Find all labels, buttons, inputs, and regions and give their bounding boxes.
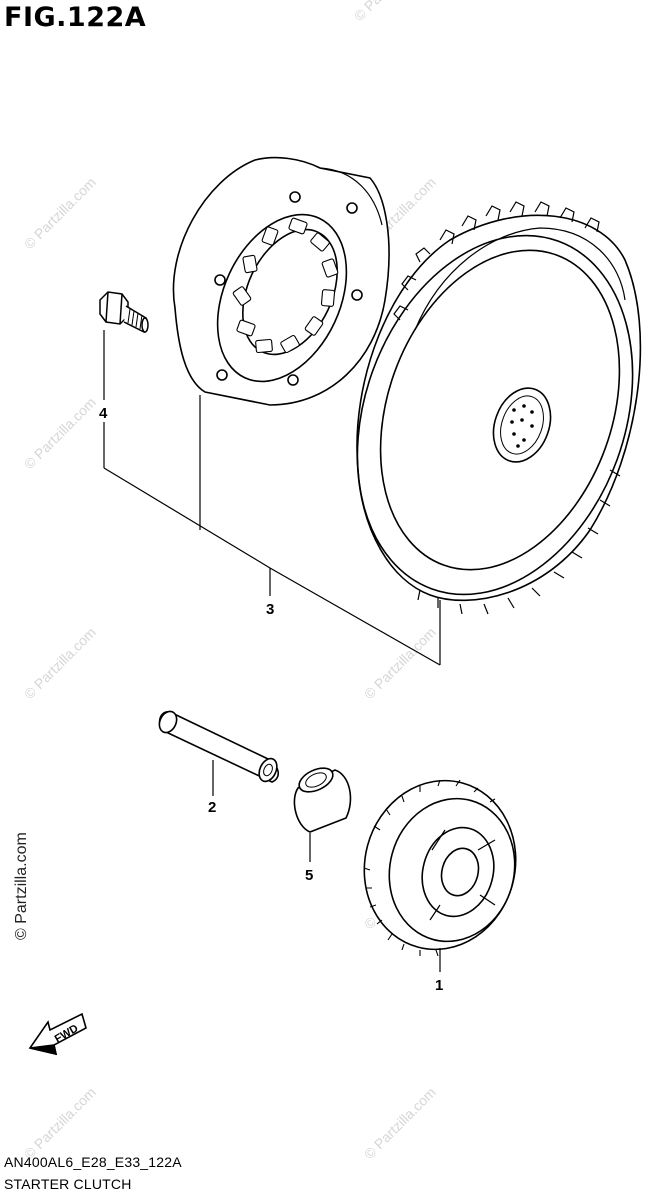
callout-1: 1 bbox=[435, 977, 443, 994]
callout-4: 4 bbox=[99, 405, 108, 422]
watermark: © Partzilla.com bbox=[21, 1084, 99, 1162]
figure-name: STARTER CLUTCH bbox=[4, 1176, 132, 1192]
callout-3: 3 bbox=[266, 601, 274, 618]
fwd-arrow: FWD bbox=[28, 1012, 87, 1056]
watermark: © Partzilla.com bbox=[361, 624, 439, 702]
figure-code: AN400AL6_E28_E33_122A bbox=[4, 1154, 182, 1170]
part-4-bolt bbox=[99, 291, 149, 334]
watermark: © Partzilla.com bbox=[21, 624, 99, 702]
part-5-bushing bbox=[293, 767, 352, 833]
part-2-shaft bbox=[158, 710, 279, 783]
part-3-starter-gear bbox=[356, 201, 642, 615]
part-3-clutch-housing bbox=[172, 156, 390, 406]
part-1-gear bbox=[363, 779, 517, 957]
side-watermark: © Partzilla.com bbox=[13, 832, 30, 940]
watermark: © Partzilla.com bbox=[361, 1084, 439, 1162]
figure-title: FIG.122A bbox=[4, 2, 147, 33]
leader-lines bbox=[103, 330, 441, 972]
callout-5: 5 bbox=[305, 867, 313, 884]
watermark: © Partzilla.com bbox=[351, 0, 429, 24]
watermark: © Partzilla.com bbox=[21, 174, 99, 252]
callout-2: 2 bbox=[208, 799, 216, 816]
watermark: © Partzilla.com bbox=[21, 394, 99, 472]
